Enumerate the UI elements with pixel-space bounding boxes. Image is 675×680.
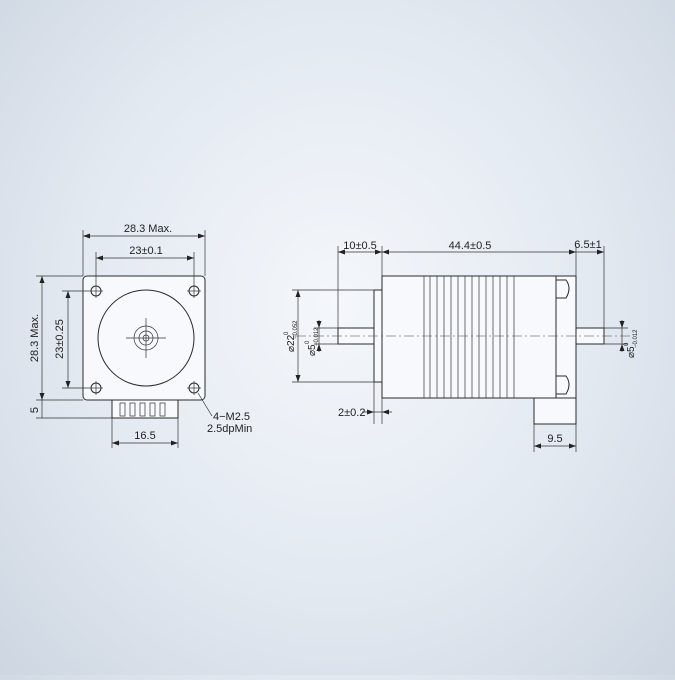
dim-label-rear-shaft-length: 6.5±1: [574, 239, 601, 251]
dim-label-flange-thickness: 2±0.2: [338, 407, 365, 419]
hole-note-line1: 4−M2.5: [213, 411, 250, 423]
dim-label-body-length: 44.4±0.5: [449, 240, 492, 252]
dim-connector-width: 16.5: [111, 418, 179, 448]
dim-label-connector-length: 9.5: [547, 433, 562, 445]
connector: [111, 399, 179, 419]
dim-label-front-shaft-tol-lower: −0.012: [314, 327, 320, 346]
hole-note-line2: 2.5dpMin: [207, 423, 252, 435]
dim-label-boss-diameter: ⌀22: [286, 334, 297, 352]
dim-label-hole-spacing-y: 23±0.25: [54, 319, 66, 359]
mounting-holes: [89, 284, 201, 395]
rear-cap-detail-top: [556, 279, 570, 299]
dim-label-connector-width: 16.5: [134, 430, 155, 442]
dim-label-overall-width: 28.3 Max.: [124, 223, 172, 235]
dim-boss-diameter: ⌀22 0 −0.052: [284, 289, 374, 383]
dim-overall-height: 28.3 Max.: [29, 275, 83, 401]
dim-body-length: 44.4±0.5: [382, 240, 577, 276]
dim-connector-length: 9.5: [533, 424, 577, 452]
dim-front-shaft-length: 10±0.5: [337, 240, 383, 328]
dim-label-rear-shaft-tol-upper: 0: [624, 342, 630, 346]
side-view: 10±0.5 44.4±0.5 6.5±1 ⌀22 0: [284, 239, 639, 452]
dim-label-front-shaft-diameter: ⌀5: [307, 344, 318, 356]
dim-label-front-shaft-length: 10±0.5: [343, 240, 377, 252]
dim-label-boss-tol-upper: 0: [284, 331, 290, 335]
dim-label-rear-shaft-tol-lower: −0.012: [633, 329, 639, 348]
dim-front-shaft-diameter: ⌀5 0 −0.012: [305, 320, 338, 356]
dim-overall-width: 28.3 Max.: [82, 223, 206, 276]
rear-cap-detail-bottom: [556, 375, 570, 395]
dim-label-front-shaft-tol-upper: 0: [305, 340, 311, 344]
hole-note-leader: 4−M2.5 2.5dpMin: [197, 392, 252, 435]
front-view: 28.3 Max. 23±0.1 28.3 Max. 23: [29, 223, 252, 448]
dim-hole-spacing-x: 23±0.1: [95, 245, 195, 284]
dim-rear-shaft-length: 6.5±1: [574, 239, 605, 328]
dim-label-rear-shaft-diameter: ⌀5: [626, 346, 637, 358]
dim-hole-spacing-y: 23±0.25: [54, 290, 89, 389]
dim-label-boss-tol-lower: −0.052: [293, 320, 299, 339]
dim-label-overall-height: 28.3 Max.: [29, 314, 41, 362]
dim-flange-thickness: 2±0.2: [338, 382, 392, 424]
dim-label-connector-offset: 5: [29, 407, 41, 413]
side-connector: [533, 397, 577, 425]
dim-connector-offset: 5: [29, 400, 112, 419]
body-fins: [423, 276, 515, 398]
boss-circle: [97, 289, 195, 387]
dim-rear-shaft-diameter: ⌀5 0 −0.012: [604, 320, 639, 358]
dim-label-hole-spacing-x: 23±0.1: [129, 245, 163, 257]
